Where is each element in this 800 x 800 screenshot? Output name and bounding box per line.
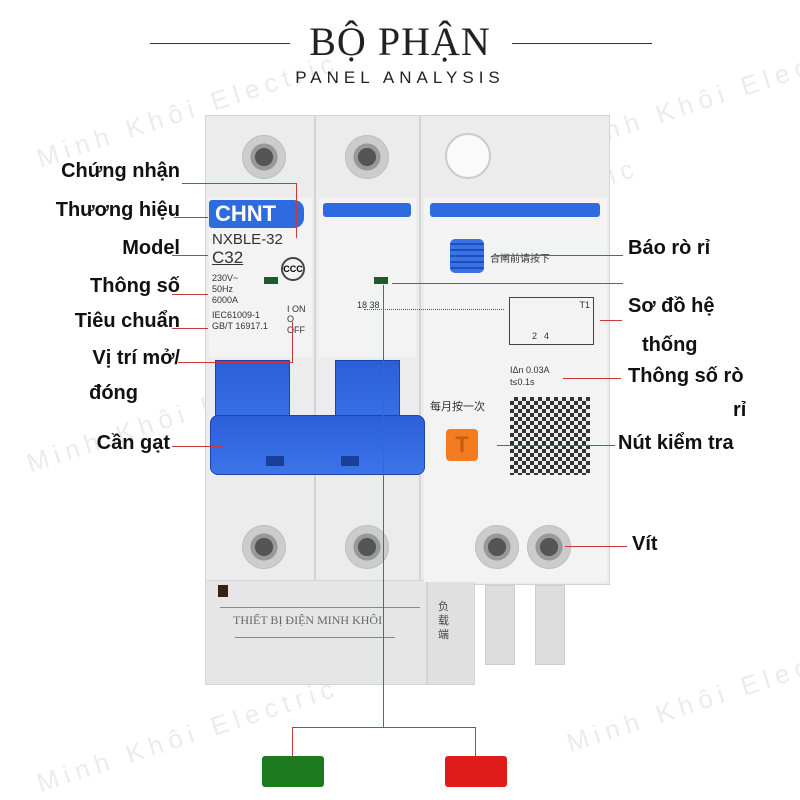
blue-stripe [430, 203, 600, 217]
leader-line [497, 445, 615, 446]
leader-line [182, 183, 297, 184]
blue-stripe [323, 203, 411, 217]
leader-line [563, 378, 621, 379]
bottom-housing [205, 580, 427, 685]
label-system-diagram: Sơ đồ hệ [628, 295, 715, 317]
model-text: NXBLE-32 [212, 231, 283, 248]
rcbo-device: CHNT NXBLE-32 C32 CCC 230V~ 50Hz 6000A I… [205, 115, 615, 685]
brand-logo: CHNT [209, 200, 304, 228]
spec-voltage: 230V~ [212, 273, 239, 283]
leader-line [495, 255, 623, 256]
label-panel-3: 合闸前请按下 T1 2 4 IΔn 0.03A t≤0.1s 每月按一次 T [364, 197, 607, 582]
leader-line [178, 362, 293, 363]
pole-labels: 18 38 [357, 300, 380, 310]
footer-brand-text: THIẾT BỊ ĐIỆN MINH KHÔI [233, 613, 383, 627]
trip-time: t≤0.1s [510, 377, 535, 387]
label-brand: Thương hiệu [55, 199, 180, 221]
leader-line [392, 283, 623, 284]
red-indicator-box [445, 756, 507, 787]
dotted-link [364, 309, 504, 310]
standard-iec: IEC61009-1 [212, 310, 261, 320]
label-leak-specs-cont: rỉ [733, 399, 747, 421]
label-panel-1: CHNT NXBLE-32 C32 CCC 230V~ 50Hz 6000A I… [209, 197, 312, 357]
divider [235, 637, 395, 638]
label-position: Vị trí mở/ [92, 347, 180, 369]
leader-line [292, 322, 293, 362]
leak-current: IΔn 0.03A [510, 365, 550, 375]
lever-slot [341, 456, 359, 466]
label-position-cont: đóng [89, 382, 138, 404]
indicator-window [374, 277, 388, 284]
label-test-button: Nút kiểm tra [618, 432, 734, 454]
screw-icon [475, 525, 519, 569]
din-clip [485, 585, 515, 665]
load-side-panel [427, 580, 475, 685]
standard-gb: GB/T 16917.1 [212, 321, 268, 331]
leader-line [172, 255, 208, 256]
page-subtitle: PANEL ANALYSIS [295, 68, 505, 87]
label-certification: Chứng nhận [61, 160, 180, 182]
leader-line [383, 285, 384, 727]
press-before-close-text: 合闸前请按下 [490, 254, 550, 265]
leak-indicator-button[interactable] [450, 239, 484, 273]
spec-breaking: 6000A [212, 295, 239, 305]
din-clip [535, 585, 565, 665]
label-leak-specs: Thông số rò [628, 365, 744, 387]
page-title: BỘ PHẬN [309, 19, 491, 64]
label-screw: Vít [632, 533, 658, 555]
screw-icon [242, 135, 286, 179]
green-indicator-box [262, 756, 324, 787]
leader-line [296, 183, 297, 238]
screw-icon [345, 135, 389, 179]
test-button[interactable]: T [446, 429, 478, 461]
off-label: O OFF [287, 314, 305, 335]
leader-line [600, 320, 622, 321]
leader-line [292, 727, 293, 757]
indicator-window [264, 277, 278, 284]
screw-icon [345, 525, 389, 569]
schematic-label: 2 [532, 331, 538, 341]
load-side-text: 负载端 [438, 601, 449, 641]
lever-slot [266, 456, 284, 466]
leader-line [565, 546, 627, 547]
toggle-lever[interactable] [210, 415, 425, 475]
title-rule-right [512, 43, 652, 44]
schematic-label: T1 [579, 300, 590, 310]
title-rule-left [150, 43, 290, 44]
schematic-label: 4 [544, 331, 550, 341]
label-standard: Tiêu chuẩn [74, 310, 180, 332]
leader-line [172, 328, 208, 329]
label-specs: Thông số [90, 275, 180, 297]
label-model: Model [122, 237, 180, 259]
leader-line [174, 217, 208, 218]
monthly-test-text: 每月按一次 [430, 401, 485, 413]
marker-square [218, 585, 228, 597]
label-leak-indicator: Báo rò rỉ [628, 237, 711, 259]
label-system-diagram-cont: thống [642, 334, 698, 356]
qr-code [510, 397, 590, 475]
leader-line [172, 294, 208, 295]
leader-line [172, 446, 222, 447]
empty-terminal [445, 133, 491, 179]
on-label: I ON [287, 304, 306, 314]
spec-frequency: 50Hz [212, 284, 234, 294]
screw-icon [242, 525, 286, 569]
rating-text: C32 [212, 248, 244, 267]
ccc-cert-icon: CCC [281, 257, 305, 281]
schematic-diagram: T1 2 4 [509, 297, 594, 345]
label-lever: Cần gạt [96, 432, 170, 454]
leader-line [292, 727, 476, 728]
label-panel-2: 18 38 [319, 197, 416, 357]
leader-line [475, 727, 476, 757]
screw-icon [527, 525, 571, 569]
divider [220, 607, 420, 608]
